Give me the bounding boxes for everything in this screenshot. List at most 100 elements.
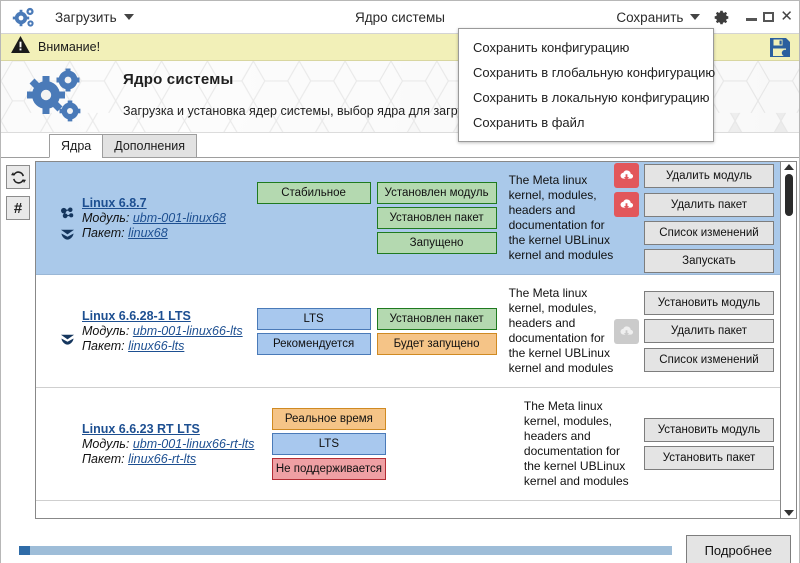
warning-triangle-icon [11,36,30,58]
remove-module-button[interactable]: Удалить модуль [644,163,774,188]
minimize-button[interactable] [746,18,758,21]
floppy-save-icon[interactable] [769,37,791,63]
kernel-description: The Meta linux kernel, modules, headers … [508,286,614,375]
tab-additions[interactable]: Дополнения [102,134,198,158]
action-row: Удалить модуль [614,163,774,188]
badge-column-right: Установлен пакет Будет запущено [376,307,497,355]
main-body: # [1,158,799,523]
package-link[interactable]: linux66-rt-lts [128,452,197,466]
status-badges: Реальное время LTS Не поддерживается [271,408,512,480]
module-link[interactable]: ubm-001-linux68 [132,211,226,225]
row-icons [60,191,82,246]
kernel-module-line: Модуль: ubm-001-linux68 [82,211,253,225]
status-badge: Запущено [376,232,497,254]
refresh-button[interactable] [6,165,30,189]
package-box-icon [60,332,82,351]
menu-item-save-local-config[interactable]: Сохранить в локальную конфигурацию [473,90,710,105]
status-badge: Установлен пакет [376,307,497,330]
progress-track [19,546,672,555]
status-badge: Установлен модуль [376,182,497,204]
kernel-package-line: Пакет: linux66-rt-lts [82,452,268,466]
load-menu-label: Загрузить [55,9,117,25]
status-badge: Установлен пакет [376,207,497,229]
chevron-down-icon [690,14,701,20]
side-toolbar: # [1,158,35,523]
kernel-list: Linux 6.8.7 Модуль: ubm-001-linux68 Паке… [36,162,780,518]
close-button[interactable]: ✕ [780,8,793,25]
tab-kernels[interactable]: Ядра [49,134,104,158]
menu-item-save-global-config[interactable]: Сохранить в глобальную конфигурацию [473,65,716,80]
badge-column-left: Стабильное [256,182,371,254]
scrollbar-track[interactable] [781,170,796,510]
kernel-package-line: Пакет: linux68 [82,226,253,240]
kernel-name-link[interactable]: Linux 6.6.23 RT LTS [82,422,200,436]
scrollbar-thumb[interactable] [785,174,793,216]
changelog-button[interactable]: Список изменений [644,347,774,372]
load-menu-button[interactable]: Загрузить [49,7,140,28]
row-actions: Установить модуль Удалить пакет Список и… [614,290,774,372]
cloud-download-red-icon[interactable] [614,192,639,217]
cloud-download-red-icon[interactable] [614,163,639,188]
status-badge: Будет запущено [376,332,497,355]
package-label: Пакет: [82,452,125,466]
kernel-module-line: Модуль: ubm-001-linux66-lts [82,324,253,338]
package-link[interactable]: linux68 [128,226,168,240]
kernel-description: The Meta linux kernel, modules, headers … [523,399,629,488]
menu-item-save-config[interactable]: Сохранить конфигурацию [473,40,630,55]
kernel-name-link[interactable]: Linux 6.6.28-1 LTS [82,309,191,323]
titlebar-right-group: Сохранить ✕ [610,4,799,30]
module-link[interactable]: ubm-001-linux66-lts [132,324,243,338]
module-link[interactable]: ubm-001-linux66-rt-lts [132,437,255,451]
action-row: Удалить пакет [614,318,774,344]
status-badge: LTS [256,307,371,330]
package-label: Пакет: [82,226,125,240]
hero-text-group: Ядро системы Загрузка и установка ядер с… [123,71,568,118]
action-row: Запускать [614,249,774,273]
gears-icon [23,67,85,132]
kernel-name-link[interactable]: Linux 6.8.7 [82,196,147,210]
table-row[interactable]: Linux 6.6.28-1 LTS Модуль: ubm-001-linux… [36,275,780,388]
kernel-description: The Meta linux kernel, modules, headers … [508,173,614,262]
module-chain-icon [60,207,82,225]
scroll-down-arrow-icon[interactable] [783,510,794,516]
action-row: Удалить пакет [614,192,774,217]
table-row[interactable]: Linux 6.6.23 RT LTS Модуль: ubm-001-linu… [36,388,780,501]
hash-button[interactable]: # [6,196,30,220]
details-button[interactable]: Подробнее [685,535,791,563]
package-link[interactable]: linux66-lts [128,339,185,353]
badge-column-left: Реальное время LTS Не поддерживается [271,408,386,480]
kernel-package-line: Пакет: linux66-lts [82,339,253,353]
footer-bar: Подробнее [1,523,799,563]
row-actions: Удалить модуль Удалить пакет Список изме… [614,163,774,273]
package-label: Пакет: [82,339,125,353]
table-row[interactable]: Linux 6.8.7 Модуль: ubm-001-linux68 Паке… [36,162,780,275]
scroll-up-arrow-icon[interactable] [783,164,794,170]
module-label: Модуль: [82,324,130,338]
module-label: Модуль: [82,211,130,225]
remove-package-button[interactable]: Удалить пакет [644,192,774,217]
vertical-scrollbar[interactable] [780,162,796,518]
maximize-button[interactable] [763,12,775,22]
hero-title: Ядро системы [123,71,234,88]
changelog-button[interactable]: Список изменений [644,221,774,245]
row-icons [60,312,82,351]
status-badge: Рекомендуется [256,332,371,355]
install-module-button[interactable]: Установить модуль [644,290,774,315]
chevron-down-icon [123,14,134,20]
action-row: Список изменений [614,221,774,245]
hero-subtitle: Загрузка и установка ядер системы, выбор… [123,104,568,118]
warning-text: Внимание! [38,40,101,54]
remove-package-button[interactable]: Удалить пакет [644,319,774,343]
status-badge: Не поддерживается [271,458,386,480]
install-package-button[interactable]: Установить пакет [644,446,774,470]
settings-gear-icon[interactable] [706,4,736,30]
package-box-icon [60,227,82,246]
install-module-button[interactable]: Установить модуль [644,418,774,442]
save-menu-label: Сохранить [616,9,684,25]
menu-item-save-to-file[interactable]: Сохранить в файл [473,115,585,130]
save-menu-button[interactable]: Сохранить [610,7,706,28]
run-button[interactable]: Запускать [644,249,774,273]
save-dropdown-menu[interactable]: Сохранить конфигурацию Сохранить в глоба… [458,28,716,142]
status-badge: Стабильное [256,182,371,204]
